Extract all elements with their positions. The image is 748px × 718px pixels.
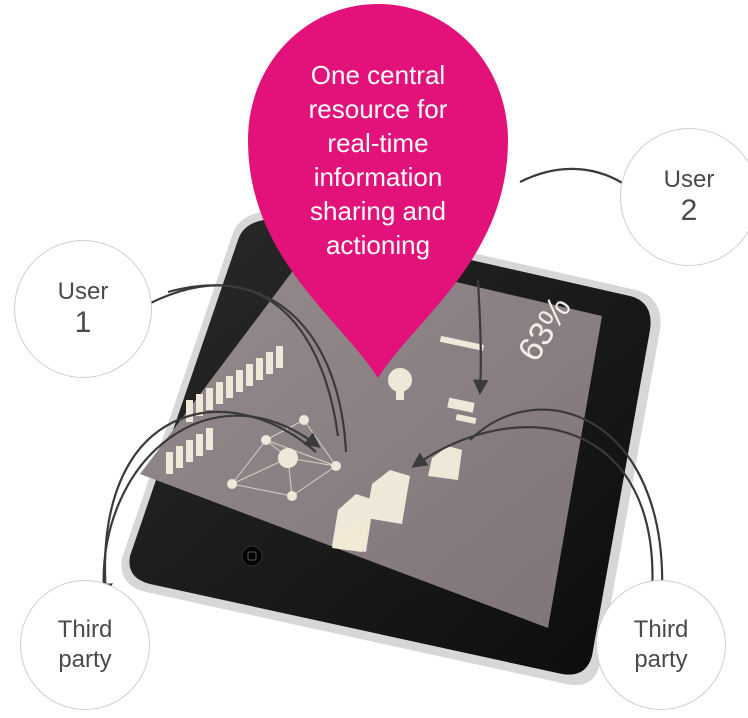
arrow-to-user1-b — [167, 284, 348, 453]
arrow-to-third-left-b — [102, 414, 321, 595]
lightbulb-icon — [388, 368, 412, 400]
house-icon — [332, 446, 462, 552]
third-party-left-node: Third party — [20, 580, 150, 710]
central-label-line: resource for — [308, 94, 448, 124]
central-label-line: One central — [310, 60, 446, 90]
third-party-left-line1: Third — [57, 616, 113, 643]
third-party-right-line2: party — [634, 646, 688, 673]
home-button-icon — [241, 545, 263, 567]
arrow-pin-down — [472, 279, 489, 396]
arrow-to-third-left-a — [97, 410, 317, 600]
central-label-line: actioning — [325, 230, 431, 260]
central-resource-label: One central resource for real-time infor… — [268, 58, 488, 262]
central-label-line: information — [313, 162, 443, 192]
arrow-to-third-right-a — [469, 408, 671, 598]
third-party-right-node: Third party — [596, 580, 726, 710]
user-2-label: User — [663, 166, 715, 193]
tablet-screen — [140, 248, 602, 628]
central-label-line: sharing and — [310, 196, 446, 226]
user-1-number: 1 — [74, 306, 92, 339]
user-1-node: User 1 — [14, 240, 152, 378]
third-party-left-line2: party — [58, 646, 112, 673]
arrow-to-third-right-b — [411, 426, 654, 595]
central-label-line: real-time — [327, 128, 429, 158]
user-2-node: User 2 — [620, 128, 748, 266]
home-button-square — [247, 551, 257, 561]
arrow-to-user1-a — [121, 284, 340, 437]
connector-arrows — [97, 167, 671, 600]
third-party-right-line1: Third — [633, 616, 689, 643]
map-pin-icon — [248, 4, 508, 378]
user-1-label: User — [57, 278, 109, 305]
user-2-number: 2 — [680, 194, 698, 227]
person-icon — [166, 346, 283, 474]
tablet-device-icon — [121, 211, 661, 686]
